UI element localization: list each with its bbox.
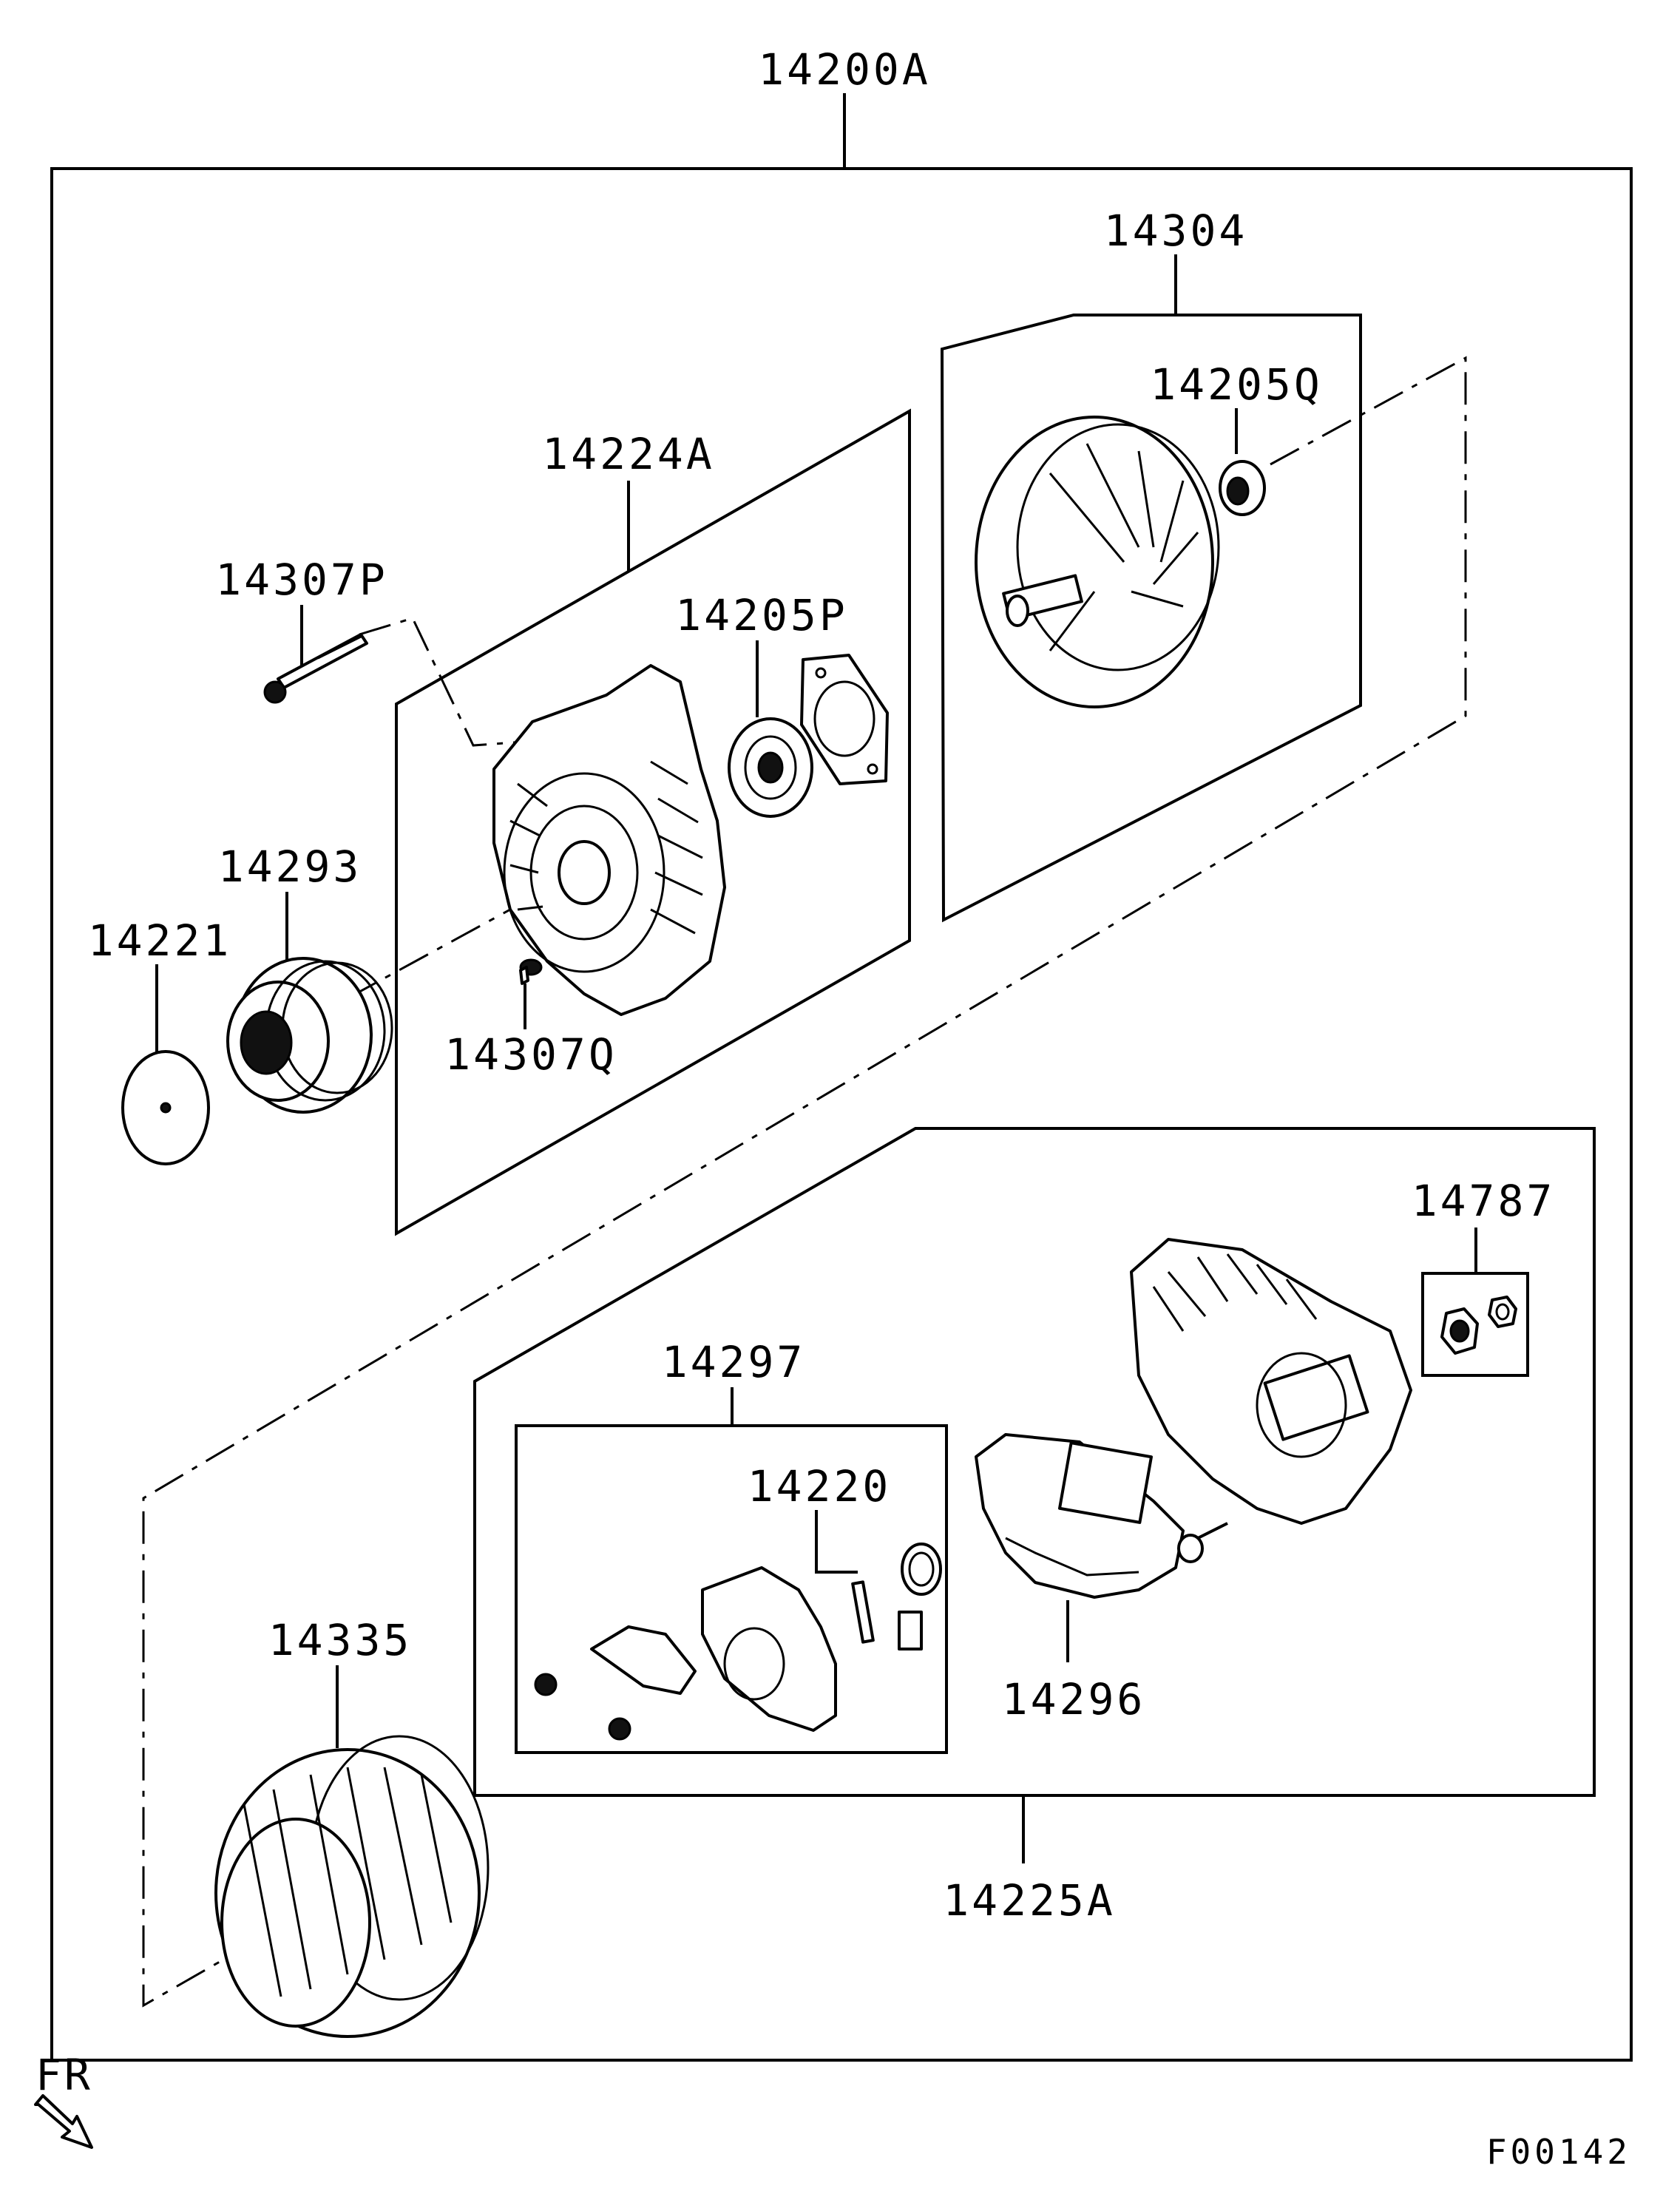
bearing-retainer-part: [800, 654, 889, 785]
figure-code: F00142: [1486, 2132, 1631, 2172]
pulley-cap-part: [121, 1050, 210, 1165]
label-rotor-bearing: 14205Q: [1150, 359, 1323, 410]
stator-part: [214, 1735, 490, 2038]
pulley-axis-line: [347, 864, 592, 1000]
label-long-bolt: 14307P: [215, 555, 388, 605]
label-regulator-kit: 14297: [662, 1337, 806, 1387]
pulley-part: [226, 957, 393, 1114]
label-rectifier: 14296: [1002, 1674, 1146, 1724]
front-bracket-part: [492, 664, 726, 1016]
rotor-bearing-part: [1219, 460, 1266, 516]
rectifier-part: [975, 1433, 1228, 1599]
brush-regulator-part: [534, 1543, 942, 1741]
label-terminal-nut: 14787: [1412, 1176, 1556, 1226]
assembly-frame: [50, 167, 1633, 2062]
label-pulley: 14293: [218, 842, 362, 892]
terminal-nut-part: [1440, 1296, 1517, 1355]
label-stator: 14335: [268, 1615, 413, 1665]
front-bracket-frame: [395, 408, 911, 1236]
label-assembly: 14200A: [758, 44, 931, 95]
label-pulley-cap: 14221: [88, 915, 232, 966]
upper-axis-line: [142, 356, 1467, 2008]
label-rotor-group: 14304: [1104, 206, 1248, 256]
label-front-bearing: 14205P: [675, 590, 848, 640]
long-bolt-part: [263, 633, 368, 704]
rear-bracket-part: [1130, 1238, 1412, 1525]
bracket-screw-part: [519, 958, 543, 985]
bolt-axis-line: [359, 617, 536, 747]
label-brush: 14220: [748, 1461, 892, 1511]
rear-bracket-frame: [473, 1127, 1596, 1797]
front-bearing-part: [728, 717, 813, 818]
rotor-group-frame: [940, 314, 1362, 923]
rotor-part: [975, 416, 1220, 708]
orientation-label: FR: [35, 2050, 93, 2100]
label-bracket-screw: 14307Q: [444, 1029, 617, 1080]
front-arrow-icon: [34, 2094, 93, 2149]
label-rear-bracket-group: 14225A: [943, 1875, 1116, 1926]
label-front-bracket-group: 14224A: [542, 429, 715, 479]
brush-leader: [815, 1510, 858, 1574]
